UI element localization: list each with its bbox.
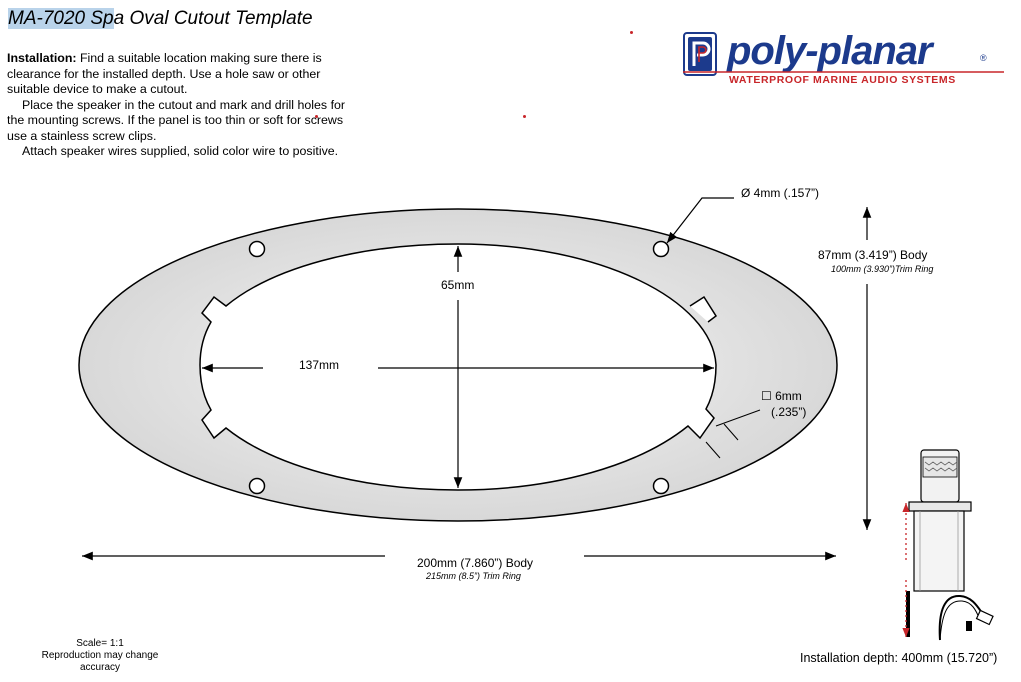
- logo-mark-icon: [683, 32, 717, 76]
- mounting-hole-bottom-right: [652, 477, 670, 495]
- title-rest: Oval Cutout Template: [124, 8, 313, 29]
- hole-leader: [666, 197, 734, 244]
- logo-brand-text: poly-planar: [727, 29, 933, 73]
- hole-diameter-label: Ø 4mm (.157”): [741, 186, 820, 200]
- brand-logo: poly-planar ® WATERPROOF MARINE AUDIO SY…: [683, 28, 1003, 88]
- title-model-rest: a: [113, 8, 125, 29]
- page-title: MA-7020 Spa Oval Cutout Template: [8, 8, 313, 30]
- width-trim-label: 215mm (8.5”) Trim Ring: [426, 571, 521, 581]
- scale-label: Scale= 1:1: [76, 638, 124, 649]
- reproduction-note-2: accuracy: [79, 662, 120, 673]
- logo-tagline: WATERPROOF MARINE AUDIO SYSTEMS: [729, 74, 956, 86]
- marker-dot: [630, 31, 633, 34]
- reproduction-note-1: Reproduction may change: [41, 650, 159, 661]
- marker-dot: [315, 115, 318, 118]
- inner-width-label: 137mm: [299, 358, 340, 372]
- logo-registered: ®: [980, 53, 987, 63]
- tab-size-label: ☐ 6mm: [761, 389, 802, 403]
- marker-dot: [523, 115, 526, 118]
- inner-height-label: 65mm: [441, 278, 475, 292]
- tab-leader: [715, 409, 761, 427]
- tab-size-inch-label: (.235”): [771, 405, 807, 419]
- installation-instructions: Installation: Find a suitable location m…: [7, 51, 347, 160]
- installation-text-1: Find a suitable location making sure the…: [7, 51, 322, 96]
- installation-depth-label: Installation depth: 400mm (15.720”): [800, 651, 998, 665]
- speaker-side-profile: [906, 449, 994, 641]
- tab-notch-top-right: [689, 295, 718, 323]
- height-trim-label: 100mm (3.930”)Trim Ring: [831, 264, 934, 274]
- tab-ext-line-2: [705, 441, 721, 459]
- installation-para-1: Installation: Find a suitable location m…: [7, 51, 347, 98]
- installation-heading: Installation:: [7, 51, 77, 65]
- title-highlight: MA-7020 Sp: [8, 8, 114, 29]
- installation-para-2: Place the speaker in the cutout and mark…: [7, 97, 346, 143]
- width-body-label: 200mm (7.860”) Body: [417, 556, 534, 570]
- scale-note: Scale= 1:1 Reproduction may change accur…: [20, 638, 180, 674]
- mounting-hole-top-left: [248, 240, 266, 258]
- mounting-hole-bottom-left: [248, 477, 266, 495]
- height-body-label: 87mm (3.419”) Body: [818, 248, 928, 262]
- mounting-hole-top-right: [652, 240, 670, 258]
- tab-ext-line-1: [723, 423, 739, 441]
- installation-para-3: Attach speaker wires supplied, solid col…: [22, 144, 339, 158]
